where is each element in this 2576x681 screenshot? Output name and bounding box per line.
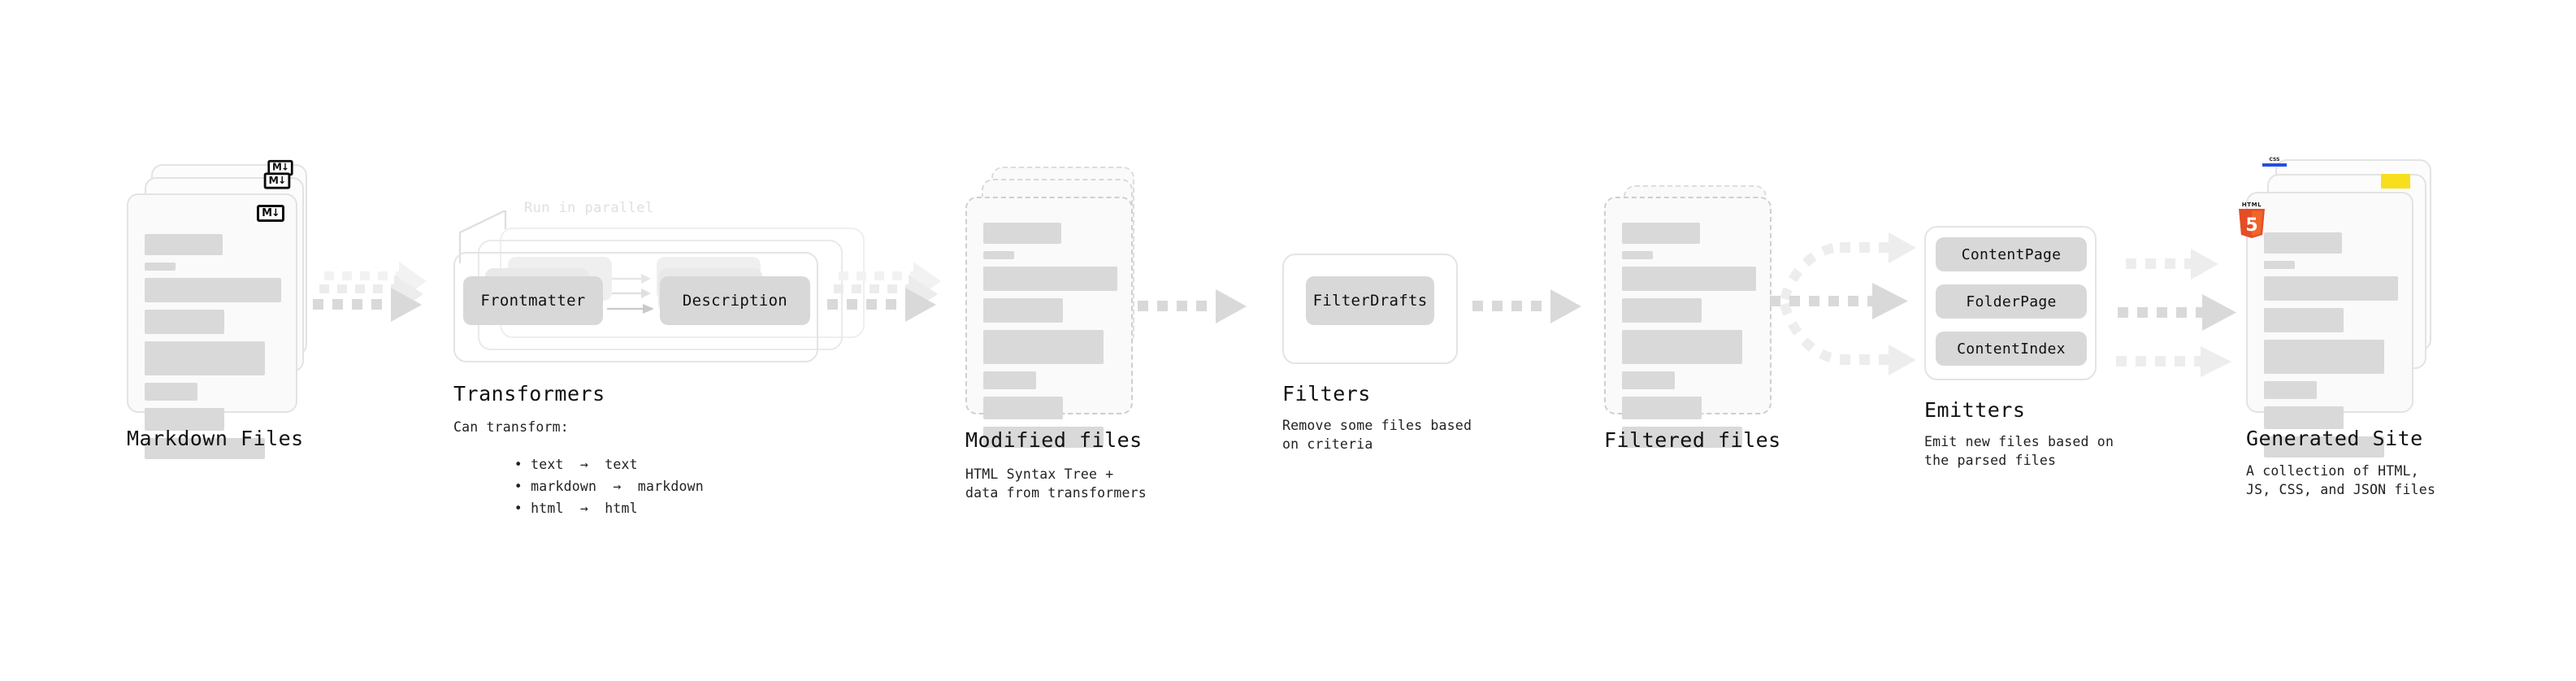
filters-box	[1282, 254, 1458, 364]
emitter-chip-contentindex[interactable]: ContentIndex	[1936, 332, 2087, 366]
placeholder-bar	[145, 383, 197, 401]
markdown-badge-front: M↓	[257, 205, 284, 222]
placeholder-bar	[145, 262, 176, 271]
modified-files-subtitle-1: data from transformers	[965, 485, 1147, 501]
html5-shield-icon: 5	[2239, 209, 2265, 238]
css-badge-underline	[2262, 163, 2287, 167]
filter-chip-filterdrafts-label: FilterDrafts	[1312, 292, 1428, 310]
generated-site-subtitle-0: A collection of HTML,	[2246, 463, 2419, 479]
markdown-file-card-front: M↓	[127, 193, 297, 459]
emitters-box	[1924, 226, 2097, 380]
modified-placeholder-lines	[983, 223, 1117, 455]
generated-site-title: Generated Site	[2246, 427, 2423, 450]
js-badge	[2381, 174, 2410, 189]
modified-files-subtitle-0: HTML Syntax Tree +	[965, 466, 1114, 482]
transformer-chip-frontmatter-label: Frontmatter	[480, 292, 586, 310]
html5-badge-label: HTML	[2241, 202, 2262, 208]
emitter-chip-contentpage-label: ContentPage	[1961, 245, 2062, 263]
run-in-parallel-bracket	[458, 210, 507, 263]
html5-digit: 5	[2245, 215, 2257, 236]
css-badge-label: CSS	[2269, 157, 2280, 163]
run-in-parallel-label: Run in parallel	[524, 200, 654, 216]
transformers-title: Transformers	[453, 382, 605, 406]
emitter-chip-folderpage-label: FolderPage	[1966, 293, 2057, 310]
placeholder-bar	[1622, 427, 1742, 448]
filters-subtitle-1: on criteria	[1282, 436, 1373, 452]
css-badge: CSS	[2262, 158, 2287, 167]
placeholder-bar	[983, 330, 1104, 364]
transformers-box-front	[453, 252, 818, 362]
placeholder-bar	[983, 267, 1117, 291]
placeholder-bar	[145, 234, 223, 255]
site-placeholder-lines	[2264, 232, 2398, 465]
placeholder-bar	[1622, 223, 1700, 244]
connector-transformers-to-modified	[827, 262, 941, 322]
markdown-badge-letter-front: M	[262, 207, 272, 219]
emitters-title: Emitters	[1924, 398, 2026, 422]
placeholder-bar	[983, 427, 1104, 448]
placeholder-bar	[1622, 251, 1653, 259]
emitters-subtitle-1: the parsed files	[1924, 453, 2057, 468]
filters-title: Filters	[1282, 382, 1371, 406]
connector-modified-to-filters	[1138, 289, 1247, 323]
placeholder-bar	[1622, 397, 1702, 419]
transformer-chip-description-label: Description	[682, 292, 788, 310]
filtered-placeholder-lines	[1622, 223, 1756, 455]
transformers-bullet-1: • markdown → markdown	[514, 479, 704, 494]
connector-markdown-to-transformers	[313, 262, 427, 322]
emitter-chip-contentpage[interactable]: ContentPage	[1936, 237, 2087, 271]
transformers-subtitle: Can transform:	[453, 419, 569, 435]
filter-chip-filterdrafts[interactable]: FilterDrafts	[1306, 276, 1434, 325]
markdown-badge-letter-mid: M	[268, 175, 279, 187]
transformer-inner-arrows	[607, 274, 654, 314]
placeholder-bar	[983, 371, 1036, 389]
html5-badge: HTML 5	[2236, 202, 2267, 238]
markdown-files-title: Markdown Files	[127, 427, 304, 450]
filtered-file-card-front	[1604, 197, 1772, 448]
transformer-chip-frontmatter[interactable]: Frontmatter	[463, 276, 603, 325]
placeholder-bar	[983, 298, 1063, 323]
connector-filtered-to-emitters	[1770, 232, 1916, 375]
filtered-files-title: Filtered files	[1604, 428, 1781, 452]
modified-files-title: Modified files	[965, 428, 1143, 452]
emitter-chip-contentindex-label: ContentIndex	[1957, 340, 2066, 358]
connector-filters-to-filtered	[1472, 289, 1581, 323]
placeholder-bar	[145, 408, 224, 431]
placeholder-bar	[145, 341, 265, 375]
placeholder-bar	[1622, 267, 1756, 291]
transformer-chip-description[interactable]: Description	[660, 276, 810, 325]
generated-site-subtitle-1: JS, CSS, and JSON files	[2246, 482, 2436, 497]
placeholder-bar	[1622, 330, 1742, 364]
transformers-bullet-0: • text → text	[514, 457, 638, 472]
placeholder-bar	[145, 278, 281, 302]
placeholder-bar	[2264, 308, 2344, 332]
placeholder-bar	[1622, 371, 1675, 389]
placeholder-bar	[2264, 232, 2342, 254]
placeholder-bar	[145, 438, 265, 459]
placeholder-bar	[2264, 340, 2384, 374]
transformers-bullet-0-label: text → text	[531, 457, 638, 472]
placeholder-bar	[2264, 381, 2317, 399]
emitters-subtitle-0: Emit new files based on	[1924, 434, 2114, 449]
emitter-chip-folderpage[interactable]: FolderPage	[1936, 284, 2087, 319]
placeholder-bar	[2264, 261, 2295, 269]
modified-file-card-front	[965, 197, 1133, 448]
site-file-card-front: HTML 5	[2239, 192, 2413, 458]
placeholder-bar	[2264, 436, 2384, 458]
transformers-bullet-2: • html → html	[514, 501, 638, 516]
placeholder-bar	[145, 310, 224, 334]
placeholder-bar	[2264, 406, 2344, 429]
connector-emitters-to-site	[2116, 249, 2236, 377]
transformers-bullet-1-label: markdown → markdown	[531, 479, 704, 494]
transformers-bullet-2-label: html → html	[531, 501, 638, 516]
markdown-placeholder-lines	[145, 234, 281, 466]
markdown-badge-letter: M	[271, 162, 282, 174]
markdown-badge-mid: M↓	[263, 172, 291, 189]
placeholder-bar	[983, 397, 1063, 419]
placeholder-bar	[983, 223, 1061, 244]
filters-subtitle-0: Remove some files based	[1282, 418, 1472, 433]
placeholder-bar	[2264, 276, 2398, 301]
placeholder-bar	[1622, 298, 1702, 323]
placeholder-bar	[983, 251, 1014, 259]
